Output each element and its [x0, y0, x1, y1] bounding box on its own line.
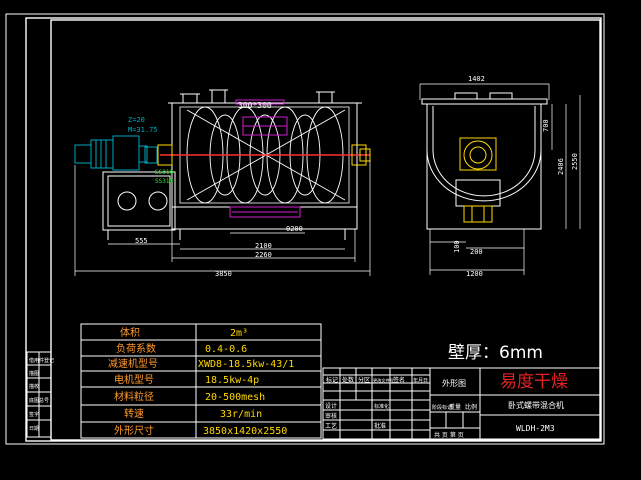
strip-label-trace-check: 描校 [29, 383, 39, 390]
side-view [419, 83, 581, 275]
spec-value-motor: 18.5kw-4p [205, 375, 259, 386]
wall-thickness: 壁厚：6mm [448, 343, 543, 363]
strip-label-date: 日期 [29, 426, 39, 432]
strip-label-trace: 描图 [29, 370, 39, 377]
title-block-text: 标记 处数 分区 更改文件号 签名 年月日 设计 标准化 审核 工艺 批准 阶段… [325, 376, 477, 439]
page-info: 共 页 第 页 [434, 431, 464, 439]
hdr-count: 处数 [342, 376, 354, 384]
dim-200: 200 [470, 248, 483, 256]
side-valve [463, 205, 493, 223]
row-design: 设计 [325, 402, 337, 410]
dim-0200: 0200 [286, 225, 303, 233]
spec-value-reducer: XWD8-18.5kw-43/1 [198, 359, 294, 370]
spec-label-speed: 转速 [124, 407, 144, 420]
motor-reducer [74, 135, 148, 171]
hdr-zone: 分区 [358, 376, 370, 384]
view-name: 外形图 [442, 378, 466, 388]
row-standard: 标准化 [374, 403, 389, 410]
strip-label-sign: 签字 [29, 411, 39, 418]
hdr-mark: 标记 [326, 376, 338, 384]
hdr-change-doc: 更改文件号 [373, 377, 394, 384]
row-approve: 批准 [374, 422, 386, 430]
title-block [322, 367, 601, 440]
col-stage: 阶段标记 [432, 404, 452, 411]
col-scale: 比例 [465, 403, 477, 411]
gear-label-m: M=31.75 [128, 126, 158, 134]
spec-table [80, 323, 322, 439]
spec-label-load: 负荷系数 [116, 342, 156, 355]
motor-label-2: SS310 [155, 178, 173, 185]
dim-700: 700 [542, 119, 550, 132]
row-check: 审核 [325, 412, 337, 420]
dim-2406: 2406 [557, 158, 565, 175]
front-dims [74, 160, 371, 276]
model-number: WLDH-2M3 [516, 424, 555, 433]
col-weight: 重量 [449, 403, 461, 411]
title-frame [50, 19, 601, 441]
inlet-mid [211, 89, 226, 104]
dim-1200: 1200 [466, 270, 483, 278]
spec-rows: 体积 2m³ 负荷系数 0.4-0.6 减速机型号 XWD8-18.5kw-43… [108, 327, 294, 437]
dim-100: 100 [453, 240, 461, 253]
spec-value-volume: 2m³ [230, 328, 248, 339]
spec-label-reducer: 减速机型号 [108, 357, 158, 370]
spec-value-particle: 20-500mesh [205, 392, 265, 403]
discharge-valve [229, 206, 301, 218]
bearing-circle [463, 140, 493, 170]
strip-label-base-no: 底图总号 [29, 397, 49, 404]
spec-value-size: 3850x1420x2550 [203, 426, 287, 437]
gear-label-z: Z=20 [128, 116, 145, 124]
spec-label-motor: 电机型号 [114, 373, 154, 386]
bearing-right [351, 144, 367, 166]
product-name: 卧式螺带混合机 [508, 400, 564, 410]
dim-2260: 2260 [255, 251, 272, 259]
inner-border [25, 17, 602, 442]
side-dims [419, 83, 581, 275]
spec-label-size: 外形尺寸 [114, 424, 154, 437]
outer-border [5, 13, 605, 445]
spec-label-particle: 材料粒径 [114, 390, 154, 403]
dim-2100: 2100 [255, 242, 272, 250]
bearing-left [157, 144, 173, 166]
inlet-left [182, 93, 198, 104]
gear-coupling [144, 146, 158, 164]
top-dim-label: 300*300 [238, 101, 272, 110]
strip-label-borrow: 借用件登记 [29, 357, 54, 364]
row-process: 工艺 [325, 422, 337, 430]
spec-value-speed: 33r/min [220, 409, 262, 420]
front-view [74, 89, 371, 276]
dim-2550: 2550 [571, 153, 579, 170]
motor-label-1: SS310 [155, 169, 173, 176]
side-top-plate [421, 98, 548, 105]
spec-label-volume: 体积 [120, 327, 140, 339]
dim-555: 555 [135, 237, 148, 245]
dim-3850: 3850 [215, 270, 232, 278]
side-trough [426, 104, 542, 202]
hdr-sign: 签名 [393, 376, 405, 384]
dim-1402: 1402 [468, 75, 485, 83]
brand-name: 易度干燥 [500, 372, 568, 392]
spec-value-load: 0.4-0.6 [205, 344, 247, 355]
inlet-right [318, 91, 333, 104]
manhole-top [235, 99, 285, 105]
hdr-date: 年月日 [413, 377, 428, 384]
left-strip: 借用件登记 描图 描校 底图总号 签字 日期 [26, 351, 54, 438]
